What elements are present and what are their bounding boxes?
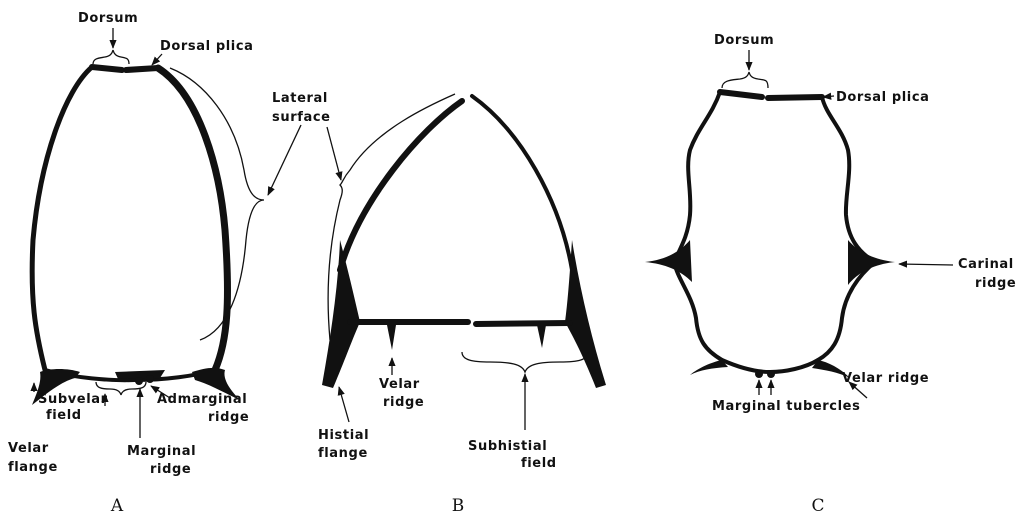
label-histial-b1: Histial xyxy=(318,428,369,443)
label-histial-b2: flange xyxy=(318,446,368,461)
figure-a-outline xyxy=(32,67,240,405)
label-carinal-c2: ridge xyxy=(975,276,1016,291)
lateral-arrow-a xyxy=(268,125,301,195)
label-velar-flange-a2: flange xyxy=(8,460,58,475)
caption-a: A xyxy=(110,496,124,516)
label-subvelar-a1: Subvelar xyxy=(38,392,108,407)
caption-c: C xyxy=(811,496,824,516)
figure-c: Dorsum Dorsal plica Carinal ridge Velar … xyxy=(645,33,1016,516)
label-dorsum-a: Dorsum xyxy=(78,11,138,26)
figure-c-outline xyxy=(645,92,895,378)
figure-a: Dorsum Dorsal plica Subvelar field Velar… xyxy=(8,11,264,516)
label-admarginal-a2: ridge xyxy=(208,410,249,425)
lateral-surface-callout: Lateral surface xyxy=(268,91,341,195)
label-marginal-ridge-a1: Marginal xyxy=(127,444,196,459)
label-lateral-1: Lateral xyxy=(272,91,328,106)
carinal-arrow-c xyxy=(899,264,953,265)
label-subhistial-b2: field xyxy=(521,456,557,471)
label-admarginal-a1: Admarginal xyxy=(157,392,247,407)
dorsum-brace-c xyxy=(722,72,768,88)
label-marginal-tubercles-c: Marginal tubercles xyxy=(712,399,860,414)
dorsum-brace-a xyxy=(93,50,129,64)
figure-b: Velar ridge Histial flange Subhistial fi… xyxy=(318,94,606,516)
label-carinal-c1: Carinal xyxy=(958,257,1014,272)
histial-arrow-b xyxy=(339,387,349,422)
label-velar-flange-a1: Velar xyxy=(8,441,49,456)
lateral-arrow-b xyxy=(327,127,341,180)
label-lateral-2: surface xyxy=(272,110,331,125)
label-dorsal-plica-a: Dorsal plica xyxy=(160,39,254,54)
label-subhistial-b1: Subhistial xyxy=(468,439,547,454)
dorsal-plica-arrow-a xyxy=(152,54,162,65)
lateral-brace-a xyxy=(170,68,264,340)
figure-b-outline xyxy=(322,96,606,388)
label-subvelar-a2: field xyxy=(46,408,82,423)
label-marginal-ridge-a2: ridge xyxy=(150,462,191,477)
caption-b: B xyxy=(452,496,465,516)
label-velar-ridge-b2: ridge xyxy=(383,395,424,410)
subhistial-brace-b xyxy=(462,352,588,372)
label-velar-ridge-c: Velar ridge xyxy=(842,371,929,386)
label-velar-ridge-b1: Velar xyxy=(379,377,420,392)
label-dorsum-c: Dorsum xyxy=(714,33,774,48)
label-dorsal-plica-c: Dorsal plica xyxy=(836,90,930,105)
